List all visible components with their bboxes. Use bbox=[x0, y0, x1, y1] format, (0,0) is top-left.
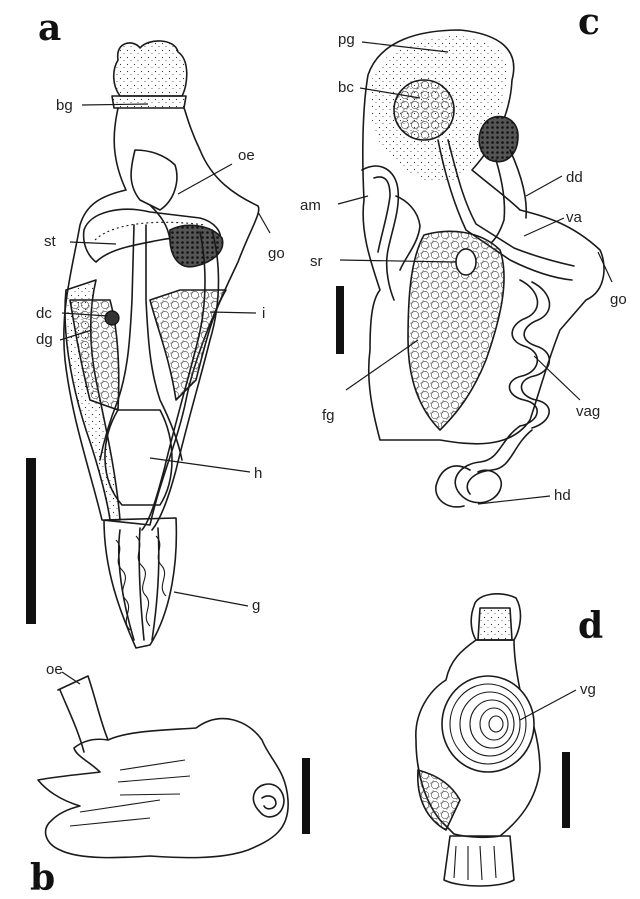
scale-bar-c bbox=[336, 286, 344, 354]
scale-bar-a bbox=[26, 458, 36, 624]
panel-letter-d: d bbox=[578, 605, 603, 647]
label-c-go: go bbox=[610, 291, 627, 308]
label-sr: sr bbox=[310, 253, 323, 270]
panel-letter-a: a bbox=[38, 7, 61, 49]
label-oe: oe bbox=[238, 147, 255, 164]
panel-letter-b: b bbox=[30, 857, 55, 899]
label-b-oe: oe bbox=[46, 661, 63, 678]
label-go: go bbox=[268, 245, 285, 262]
label-hd: hd bbox=[554, 487, 571, 504]
label-vag: vag bbox=[576, 403, 600, 420]
label-bg: bg bbox=[56, 97, 73, 114]
label-h: h bbox=[254, 465, 262, 482]
label-dd: dd bbox=[566, 169, 583, 186]
label-am: am bbox=[300, 197, 321, 214]
panel-d-drawing bbox=[416, 594, 540, 886]
scale-bar-d bbox=[562, 752, 570, 828]
label-i: i bbox=[262, 305, 265, 322]
panel-letter-c: c bbox=[578, 1, 600, 43]
label-g: g bbox=[252, 597, 260, 614]
panel-a-drawing bbox=[64, 41, 259, 648]
panel-b-leader bbox=[62, 672, 80, 684]
label-va: va bbox=[566, 209, 583, 226]
scale-bar-b bbox=[302, 758, 310, 834]
panel-b-drawing bbox=[38, 676, 288, 858]
label-st: st bbox=[44, 233, 57, 250]
label-dc: dc bbox=[36, 305, 52, 322]
panel-c-drawing bbox=[362, 30, 604, 507]
label-dg: dg bbox=[36, 331, 53, 348]
label-fg: fg bbox=[322, 407, 335, 424]
label-vg: vg bbox=[580, 681, 596, 698]
label-bc: bc bbox=[338, 79, 354, 96]
label-pg: pg bbox=[338, 31, 355, 48]
